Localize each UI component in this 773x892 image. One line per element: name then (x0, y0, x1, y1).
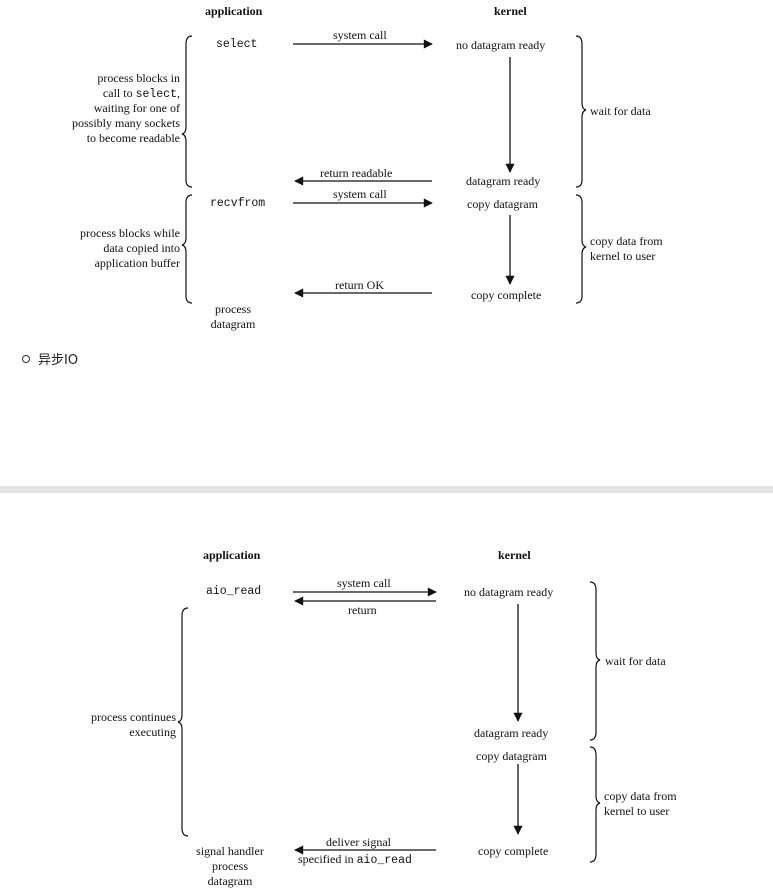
block-text-1: process blocks in (97, 71, 180, 85)
label-copy-complete-2: copy complete (478, 844, 549, 858)
diagram2-lines (177, 581, 601, 863)
label-select: select (216, 38, 258, 51)
label-copy-datagram-2: copy datagram (476, 749, 547, 763)
label-signal-process: process (212, 859, 248, 873)
label-system-call-2: system call (333, 187, 387, 201)
header-application-2: application (203, 548, 261, 562)
label-system-call-1: system call (333, 28, 387, 42)
label-process-1: process (215, 302, 251, 316)
section-divider (0, 486, 773, 493)
label-no-datagram-ready-2: no datagram ready (464, 585, 554, 599)
label-copy-complete-1: copy complete (471, 288, 542, 302)
label-copy-data-1a: copy data from (590, 234, 663, 248)
label-datagram-ready-1: datagram ready (466, 174, 541, 188)
continues-text-1: process continues (91, 710, 176, 724)
label-system-call: system call (337, 576, 391, 590)
header-kernel-2: kernel (498, 548, 531, 562)
label-return-readable: return readable (320, 166, 393, 180)
header-kernel: kernel (494, 4, 527, 18)
header-application: application (205, 4, 263, 18)
label-aio-read: aio_read (206, 585, 262, 598)
block-text-5: to become readable (86, 131, 180, 145)
io-multiplexing-diagram: application kernel select system call no… (0, 0, 773, 338)
label-copy-datagram-1: copy datagram (467, 197, 538, 211)
diagram1-lines (181, 35, 587, 304)
block2-text-1: process blocks while (80, 226, 180, 240)
right-brace-1 (575, 35, 587, 188)
label-datagram-ready-2: datagram ready (474, 726, 549, 740)
label-signal-datagram: datagram (207, 874, 253, 888)
bullet-icon (22, 354, 30, 363)
label-copy-data-2b: kernel to user (604, 804, 670, 818)
left-brace-2 (181, 194, 193, 304)
label-deliver-signal: deliver signal (326, 835, 391, 849)
label-specified-in: specified in aio_read (298, 852, 412, 867)
async-io-diagram: application kernel aio_read system call … (0, 540, 773, 892)
label-copy-data-2a: copy data from (604, 789, 677, 803)
async-io-bullet: 异步IO (22, 349, 78, 368)
label-wait-for-data-1: wait for data (590, 104, 651, 118)
label-datagram-1: datagram (210, 317, 256, 331)
block-text-4: possibly many sockets (72, 116, 180, 130)
label-copy-data-1b: kernel to user (590, 249, 656, 263)
left-brace-3 (177, 607, 189, 837)
right-brace-2 (575, 194, 587, 304)
left-brace-1 (181, 35, 193, 188)
label-return: return (348, 603, 377, 617)
label-recvfrom: recvfrom (210, 197, 266, 210)
right-brace-3 (589, 581, 601, 741)
block-text-3: waiting for one of (93, 101, 180, 115)
block-text-2: call to select, (102, 86, 180, 101)
label-signal-handler: signal handler (196, 844, 264, 858)
label-return-ok: return OK (335, 278, 384, 292)
block2-text-2: data copied into (103, 241, 180, 255)
continues-text-2: executing (129, 725, 176, 739)
block2-text-3: application buffer (94, 256, 180, 270)
async-io-heading: 异步IO (38, 353, 79, 368)
right-brace-4 (589, 746, 601, 863)
label-wait-for-data-2: wait for data (605, 654, 666, 668)
label-no-datagram-ready: no datagram ready (456, 38, 546, 52)
